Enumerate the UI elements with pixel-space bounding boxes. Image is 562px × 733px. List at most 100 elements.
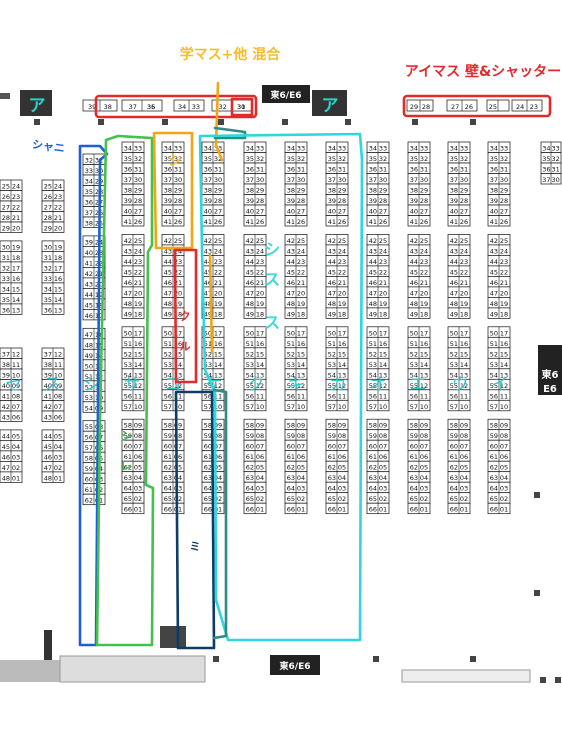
booth-number: 38 (410, 187, 418, 195)
booth-number: 61 (450, 453, 458, 461)
booth-number: 36 (450, 166, 458, 174)
booth-number: 07 (174, 443, 182, 451)
booth-number: 54 (490, 371, 498, 379)
booth-number: 55 (328, 382, 336, 390)
booth-number: 65 (124, 495, 132, 503)
booth-number: 57 (490, 403, 498, 411)
booth-number: 08 (338, 432, 346, 440)
booth-number: 66 (450, 506, 458, 514)
booth-number: 49 (369, 310, 377, 318)
booth-number: 33 (297, 145, 305, 153)
booth-number: 03 (256, 485, 264, 493)
booth-number: 52 (246, 350, 254, 358)
booth-number: 15 (420, 350, 428, 358)
booth-number: 66 (490, 506, 498, 514)
booth-number: 64 (164, 485, 172, 493)
booth-number: 49 (164, 310, 172, 318)
booth-number: 40 (410, 208, 418, 216)
booth-number: 13 (134, 371, 142, 379)
booth-number: 44 (450, 258, 458, 266)
booth-number: 29 (297, 187, 305, 195)
booth-number: 16 (420, 340, 428, 348)
booth-number: 30 (2, 243, 10, 251)
booth-number: 20 (420, 289, 428, 297)
booth-number: 15 (338, 350, 346, 358)
booth-number: 34 (178, 103, 186, 111)
booth-number: 14 (174, 361, 182, 369)
booth-number: 02 (54, 464, 62, 472)
booth-number: 07 (54, 403, 62, 411)
booth-number: 46 (328, 279, 336, 287)
vertical-mark-green: シ (120, 429, 132, 443)
booth-number: 47 (2, 464, 10, 472)
booth-number: 38 (2, 361, 10, 369)
booth-number: 43 (85, 280, 93, 288)
booth-number: 60 (85, 476, 93, 484)
booth-number: 39 (410, 197, 418, 205)
booth-number: 11 (460, 392, 468, 400)
booth-number: 15 (460, 350, 468, 358)
booth-number: 24 (379, 247, 387, 255)
booth-number: 52 (287, 350, 295, 358)
row-char: キ (288, 375, 305, 395)
green-outline (95, 134, 155, 647)
entrance-mark: ア (29, 96, 46, 116)
booth-number: 56 (124, 392, 132, 400)
booth-number: 66 (124, 506, 132, 514)
booth-number: 09 (12, 382, 20, 390)
booth-number: 38 (85, 220, 93, 228)
booth-number: 58 (450, 422, 458, 430)
booth-number: 66 (369, 506, 377, 514)
booth-number: 01 (256, 506, 264, 514)
booth-number: 20 (174, 289, 182, 297)
booth-number: 48 (124, 300, 132, 308)
booth-number: 10 (460, 403, 468, 411)
booth-number: 64 (287, 485, 295, 493)
booth-number: 51 (246, 340, 254, 348)
booth-number: 27 (420, 208, 428, 216)
booth-number: 45 (246, 268, 254, 276)
booth-number: 61 (124, 453, 132, 461)
booth-number: 38 (450, 187, 458, 195)
annotation-left: シャニ (31, 138, 65, 155)
booth-number: 19 (420, 300, 428, 308)
booth-number: 36 (369, 166, 377, 174)
booth-number: 27 (134, 208, 142, 216)
booth-number: 20 (297, 289, 305, 297)
booth-number: 53 (204, 361, 212, 369)
hall-label-side-2: E6 (543, 384, 557, 395)
booth-number: 27 (460, 208, 468, 216)
booth-number: 63 (204, 474, 212, 482)
booth-number: 17 (256, 329, 264, 337)
booth-number: 12 (460, 382, 468, 390)
booth-number: 28 (2, 214, 10, 222)
booth-number: 26 (500, 218, 508, 226)
booth-number: 32 (219, 103, 227, 111)
booth-number: 64 (204, 485, 212, 493)
booth-number: 30 (338, 176, 346, 184)
booth-number: 04 (134, 474, 142, 482)
booth-number: 42 (287, 237, 295, 245)
booth-number: 11 (12, 361, 20, 369)
row-char: カ (330, 375, 347, 395)
booth-number: 59 (328, 432, 336, 440)
booth-number: 42 (490, 237, 498, 245)
booth-number: 03 (379, 485, 387, 493)
booth-number: 58 (490, 422, 498, 430)
booth-number: 12 (214, 382, 222, 390)
booth-number: 48 (328, 300, 336, 308)
booth-number: 35 (490, 155, 498, 163)
booth-number: 11 (338, 392, 346, 400)
booth-number: 48 (164, 300, 172, 308)
booth-number: 25 (297, 237, 305, 245)
booth-number: 08 (214, 432, 222, 440)
booth-number: 30 (460, 176, 468, 184)
booth-number: 39 (164, 197, 172, 205)
teal-outline-lower (212, 388, 228, 640)
booth-number: 45 (490, 268, 498, 276)
row-labels: セスシサコケクキカオエウイ (6, 375, 509, 395)
